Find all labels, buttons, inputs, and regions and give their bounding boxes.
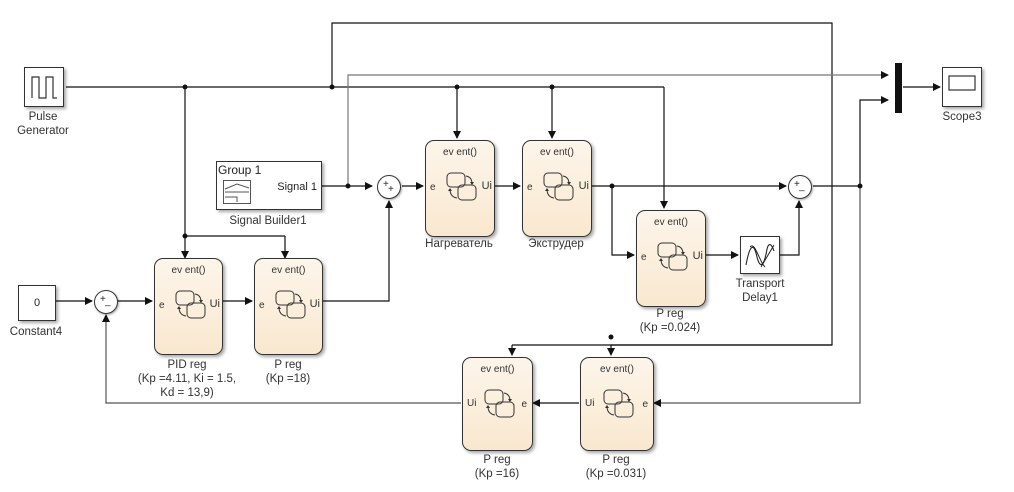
pid-reg-label: PID reg(Kp =4.11, Ki = 1.5,Kd = 13,9) <box>137 359 237 399</box>
transport-delay-icon <box>745 243 775 268</box>
heater-label: Нагреватель <box>425 238 493 250</box>
state-chart-icon <box>175 290 205 319</box>
scope-label: Scope3 <box>942 111 982 123</box>
heater-chart-block[interactable]: ev ent() e Ui <box>425 140 495 237</box>
p-reg-0031-chart-block[interactable]: ev ent() Ui e <box>580 357 654 451</box>
constant-value: 0 <box>33 297 41 309</box>
scope-block[interactable] <box>942 67 982 107</box>
event-label: ev ent() <box>480 364 515 375</box>
sum-input[interactable]: ++ <box>377 175 401 199</box>
line-delay-to-sum[interactable] <box>778 200 803 256</box>
line-feedback[interactable] <box>102 314 461 404</box>
p-reg-16-chart-block[interactable]: ev ent() Ui e <box>462 357 533 451</box>
input-port-label: e <box>642 399 648 410</box>
input-port-label: e <box>430 182 436 193</box>
output-port-label: Ui <box>467 398 477 409</box>
line-error-to-preg0031[interactable] <box>653 186 861 407</box>
output-port-label: Ui <box>209 298 220 310</box>
junction-dots <box>182 84 863 340</box>
constant-block[interactable]: 0 <box>18 285 56 321</box>
p-reg-18-label: P reg(Kp =18) <box>265 359 311 385</box>
input-port-label: e <box>641 252 647 263</box>
extruder-label: Экструдер <box>528 238 584 250</box>
output-port-label: Ui <box>692 250 703 262</box>
event-label: ev ent() <box>443 147 477 158</box>
line-signal-to-mux[interactable] <box>347 71 889 186</box>
line-top-loop[interactable] <box>331 22 833 356</box>
sum-right[interactable]: +_ <box>788 175 812 199</box>
output-port-label: Ui <box>578 180 589 192</box>
line-preg18-to-sum[interactable] <box>322 200 393 302</box>
state-chart-icon <box>603 389 634 418</box>
constant-label: Constant4 <box>9 326 63 338</box>
line-extruder-to-preg0024[interactable] <box>611 186 635 259</box>
state-chart-icon <box>275 290 305 319</box>
input-port-label: e <box>521 399 527 410</box>
line-error-to-mux[interactable] <box>859 96 889 186</box>
event-label: ev ent() <box>271 265 306 276</box>
p-reg-18-chart-block[interactable]: ev ent() e Ui <box>254 258 323 355</box>
scope-screen-icon <box>948 75 976 91</box>
event-label: ev ent() <box>654 217 688 228</box>
transport-delay-block[interactable] <box>740 236 780 274</box>
mux-bar[interactable] <box>895 63 902 113</box>
pulse-wave-icon <box>31 76 57 99</box>
state-chart-icon <box>484 389 514 418</box>
event-label: ev ent() <box>600 364 634 375</box>
pulse-generator-block[interactable] <box>24 67 64 107</box>
input-port-label: e <box>527 182 533 193</box>
signal-builder-block[interactable]: Group 1 Signal 1 <box>216 161 322 210</box>
sum-left[interactable]: +_ <box>94 290 118 314</box>
signal-builder-icon <box>223 180 251 204</box>
signal-builder-label: Signal Builder1 <box>229 215 307 227</box>
p-reg-0024-chart-block[interactable]: ev ent() e Ui <box>636 210 706 307</box>
signal-port-label: Signal 1 <box>277 181 317 193</box>
input-port-label: e <box>259 300 265 311</box>
p-reg-0031-label: P reg(Kp =0.031) <box>585 454 647 480</box>
input-port-label: e <box>159 300 165 311</box>
output-port-label: Ui <box>585 398 595 409</box>
output-port-label: Ui <box>309 298 320 310</box>
state-chart-icon <box>657 242 688 271</box>
p-reg-0024-label: P reg(Kp =0.024) <box>639 308 701 334</box>
pid-reg-chart-block[interactable]: ev ent() e Ui <box>154 258 223 355</box>
state-chart-icon <box>543 172 574 201</box>
signal-lines <box>56 22 941 407</box>
group-label: Group 1 <box>218 163 262 177</box>
extruder-chart-block[interactable]: ev ent() e Ui <box>522 140 592 237</box>
p-reg-16-label: P reg(Kp =16) <box>474 454 520 480</box>
event-label: ev ent() <box>540 147 574 158</box>
event-label: ev ent() <box>171 265 206 276</box>
output-port-label: Ui <box>481 180 492 192</box>
state-chart-icon <box>446 172 477 201</box>
